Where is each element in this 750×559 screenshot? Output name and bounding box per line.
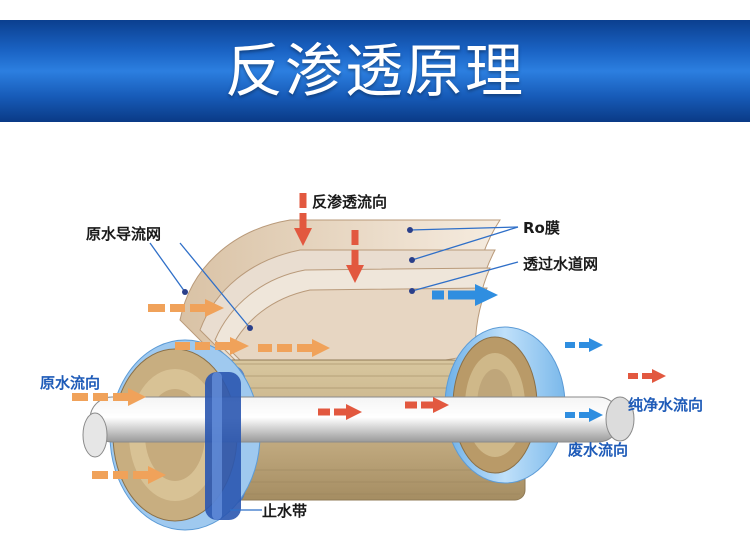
leader-lines [149,226,519,511]
water-seal-band [205,372,241,520]
page-title: 反渗透原理 [224,37,525,105]
reverse-osmosis-direction-label: 反渗透流向 [312,193,388,211]
waste-water-direction-label: 废水流向 [568,441,629,459]
orange-flow-arrows [72,299,330,484]
pure-water-direction-label: 纯净水流向 [628,396,704,414]
raw-water-direction-label: 原水流向 [40,374,101,392]
leader-dots [182,227,415,331]
red-flow-arrows [294,193,666,420]
title-banner: 反渗透原理 [0,20,750,122]
blue-flow-arrows [432,284,603,422]
ro-membrane-label: Ro膜 [523,219,560,237]
water-seal-band-label: 止水带 [262,502,308,520]
ro-membrane-diagram [72,193,666,531]
diagram-stage: 反渗透流向 原水导流网 Ro膜 透过水道网 原水流向 纯净水流向 废水流向 止水… [0,150,750,559]
raw-water-guide-mesh-label: 原水导流网 [86,225,162,243]
permeate-channel-mesh-label: 透过水道网 [523,255,599,273]
